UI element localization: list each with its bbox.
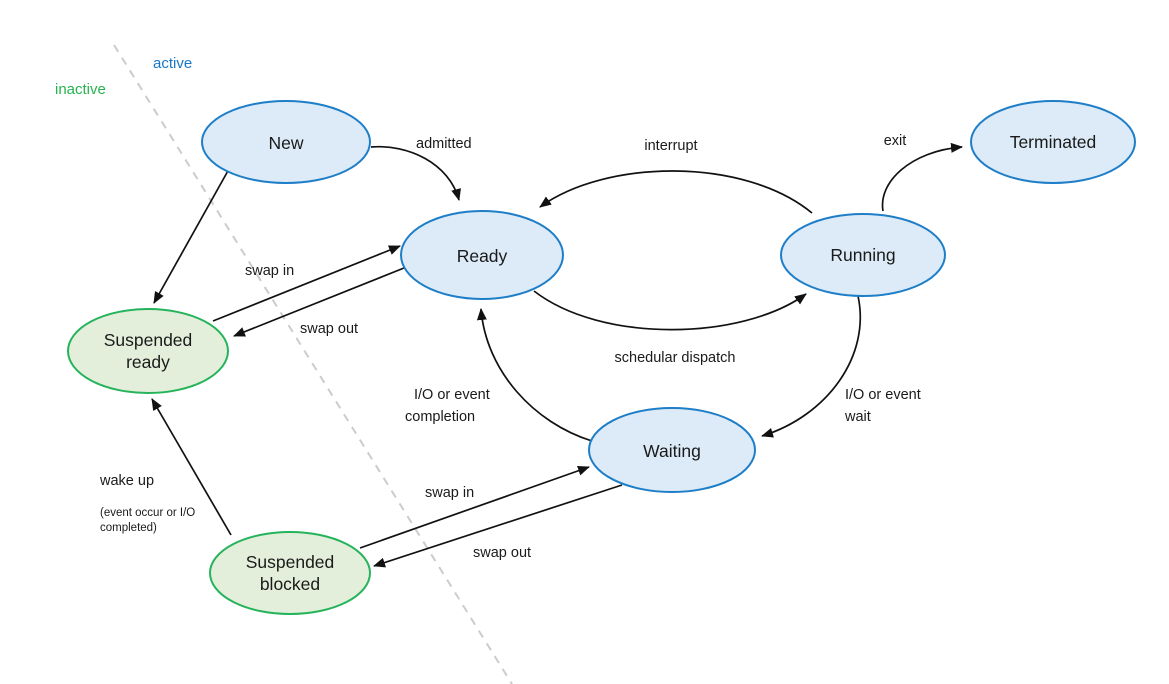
edge-wake-up [151,398,232,536]
edge-new-to-suspended-ready [153,168,230,304]
edge-io-completion [476,308,593,442]
state-terminated-label: Terminated [1010,132,1097,152]
state-suspended-blocked-label-line2: blocked [260,574,320,594]
state-running-shape [780,213,946,297]
edge-label-swap-in-lower: swap in [425,485,474,501]
state-running-label: Running [830,245,895,265]
edge-exit [881,142,963,212]
state-suspended-blocked-label-line1: Suspended [246,552,335,572]
state-suspended-ready-label-line2: ready [126,352,170,372]
edge-swap-out-upper [233,267,405,337]
state-new: New [201,100,371,184]
region-label-active: active [153,55,192,72]
edge-note-wake-up-line1: (event occur or I/O [100,507,195,519]
state-waiting-label: Waiting [643,441,701,461]
edge-io-wait [761,295,862,438]
edge-scheduler-dispatch [533,290,807,331]
edge-swap-out-lower [373,484,623,568]
edge-label-wake-up: wake up [99,473,154,489]
state-waiting: Waiting [588,407,756,493]
state-new-label: New [268,133,303,153]
edge-admitted [370,145,461,201]
edge-note-wake-up-line2: completed) [100,522,157,534]
state-waiting-shape [588,407,756,493]
state-suspended-blocked: Suspended blocked [209,531,371,615]
state-suspended-ready-shape [67,308,229,394]
edge-label-io-completion-line1: I/O or event [414,387,490,403]
edge-label-scheduler-dispatch: schedular dispatch [615,350,736,366]
edge-swap-in-upper [212,245,401,322]
state-suspended-ready: Suspended ready [67,308,229,394]
state-suspended-blocked-shape [209,531,371,615]
edge-label-swap-out-lower: swap out [473,545,531,561]
edge-label-interrupt: interrupt [644,138,697,154]
edge-label-io-wait-line1: I/O or event [845,387,921,403]
state-ready-shape [400,210,564,300]
edge-label-io-completion-line2: completion [405,409,475,425]
state-running: Running [780,213,946,297]
edge-label-io-wait-line2: wait [844,409,871,425]
edge-label-swap-out-upper: swap out [300,321,358,337]
state-new-shape [201,100,371,184]
edge-interrupt [539,170,813,214]
states: New Ready Running Terminated Waiting Sus [67,100,1136,615]
edge-label-admitted: admitted [416,136,472,152]
state-suspended-ready-label-line1: Suspended [104,330,193,350]
state-terminated-shape [970,100,1136,184]
region-label-inactive: inactive [55,81,106,98]
state-ready: Ready [400,210,564,300]
state-terminated: Terminated [970,100,1136,184]
edge-swap-in-lower [359,465,590,549]
transitions: admitted interrupt schedular dispatch ex… [99,133,963,568]
edge-label-exit: exit [884,133,907,149]
state-ready-label: Ready [457,246,508,266]
active-inactive-divider [113,44,513,684]
edge-label-swap-in-upper: swap in [245,263,294,279]
